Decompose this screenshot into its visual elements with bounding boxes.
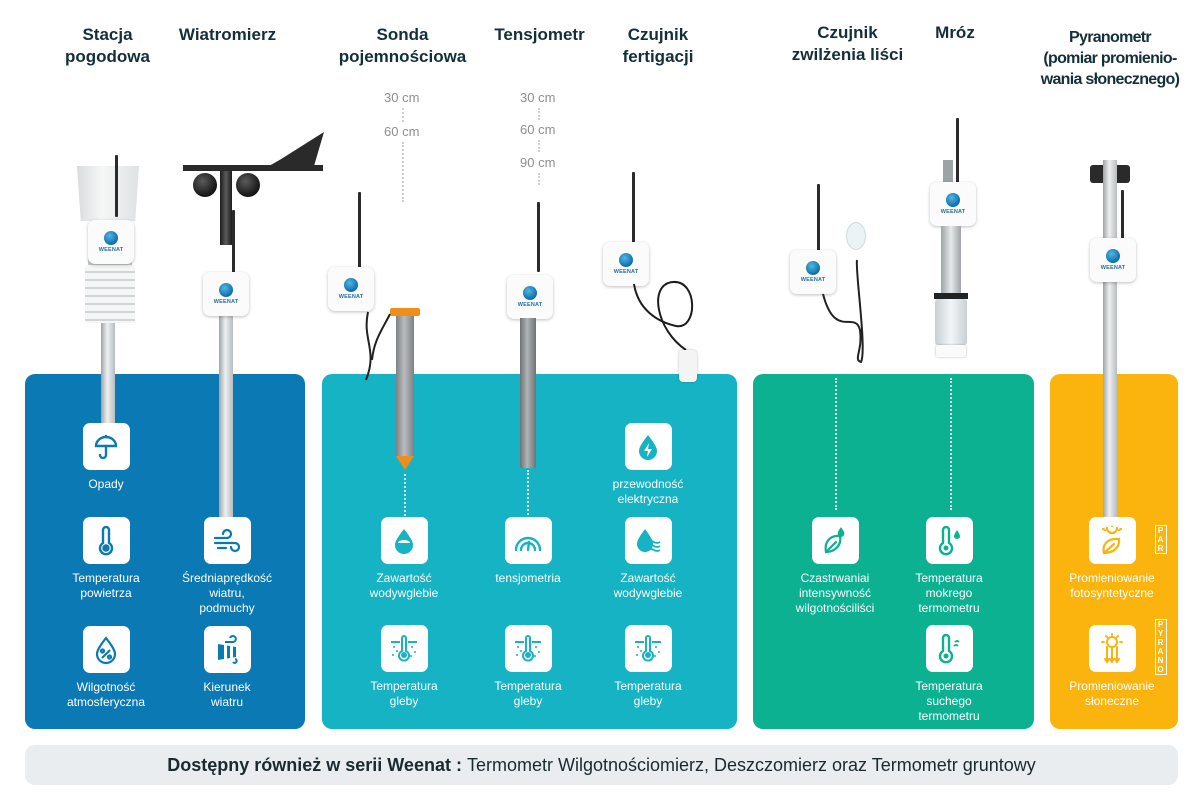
- soil-thermometer-icon: [624, 625, 672, 672]
- metric-soil-water-content-fertigation: Zawartość wodywglebie: [573, 517, 723, 601]
- title-tensiometer: Tensjometr: [494, 25, 585, 44]
- metric-atmospheric-humidity: Wilgotność atmosferyczna: [31, 626, 181, 710]
- metric-wind-direction: Kierunek wiatru: [152, 626, 302, 710]
- windsock-icon: [203, 626, 251, 673]
- sensor-guide: [835, 378, 837, 510]
- depth-guide: [538, 140, 540, 152]
- sensor-guide: [950, 378, 952, 510]
- metric-par-radiation: PAR Promieniowanie fotosyntetyczne: [1037, 517, 1187, 601]
- metric-solar-radiation: PYRANO Promieniowanie słoneczne: [1069, 619, 1167, 708]
- title-capacitance-probe: Sonda pojemnościowa: [338, 25, 467, 66]
- water-drop-icon: [380, 517, 428, 564]
- metric-tensiometry: tensjometria: [453, 517, 603, 586]
- soil-thermometer-icon: [504, 625, 552, 672]
- metric-soil-water-content: Zawartość wodywglebie: [329, 517, 479, 601]
- depth-guide: [402, 142, 404, 202]
- leaf-wetness-icon: [811, 517, 859, 564]
- footer-text: Termometr Wilgotnościomierz, Deszczomier…: [466, 754, 1036, 775]
- metric-soil-temperature: Temperatura gleby: [453, 625, 603, 709]
- depth-label: 60 cm: [520, 122, 556, 137]
- title-weather-station: Stacja pogodowa: [65, 25, 150, 66]
- weenat-node: WEENAT: [328, 267, 374, 311]
- title-pyranometer: Pyranometr (pomiar promienio- wania słon…: [1040, 29, 1180, 88]
- wet-thermometer-icon: [925, 517, 973, 564]
- metric-wet-bulb-temperature: Temperatura mokrego termometru: [874, 517, 1024, 616]
- weenat-node: WEENAT: [203, 272, 249, 316]
- probe-guide: [404, 474, 406, 516]
- par-badge: PAR: [1155, 525, 1167, 554]
- title-fertigation-sensor: Czujnik fertigacji: [622, 25, 694, 66]
- soil-thermometer-icon: [380, 625, 428, 672]
- depth-label: 90 cm: [520, 155, 556, 170]
- probe-guide: [527, 470, 529, 515]
- metric-precipitation: Opady: [31, 423, 181, 492]
- weenat-node: WEENAT: [88, 220, 134, 264]
- depth-guide: [538, 173, 540, 185]
- dry-thermometer-icon: [925, 625, 973, 672]
- weenat-node: WEENAT: [1090, 238, 1136, 282]
- depth-label: 30 cm: [384, 90, 420, 105]
- humidity-drop-percent-icon: [82, 626, 130, 673]
- metric-soil-temperature: Temperatura gleby: [329, 625, 479, 709]
- umbrella-icon: [82, 423, 130, 470]
- conductivity-drop-icon: [624, 423, 672, 470]
- depth-label: 60 cm: [384, 124, 420, 139]
- title-leaf-wetness-sensor: Czujnik zwilżenia liści: [791, 23, 904, 64]
- metric-dry-bulb-temperature: Temperatura suchego termometru: [874, 625, 1024, 724]
- depth-guide: [402, 108, 404, 122]
- panel-leaf-frost: [753, 374, 1034, 729]
- pyrano-sun-icon: [1088, 625, 1136, 672]
- metric-wind-speed: Średniaprędkość wiatru, podmuchy: [152, 517, 302, 616]
- thermometer-icon: [82, 517, 130, 564]
- metric-leaf-wetness: Czastrwaniai intensywność wilgotnościliś…: [760, 517, 910, 616]
- depth-label: 30 cm: [520, 90, 556, 105]
- title-frost: Mróz: [935, 23, 975, 42]
- par-leaf-sun-icon: [1088, 517, 1136, 564]
- title-anemometer: Wiatromierz: [178, 25, 277, 44]
- weenat-node: WEENAT: [930, 182, 976, 226]
- footer-banner: Dostępny również w serii Weenat : Termom…: [25, 745, 1178, 785]
- wind-icon: [203, 517, 251, 564]
- footer-bold-text: Dostępny również w serii Weenat :: [167, 754, 462, 775]
- weenat-node: WEENAT: [507, 275, 553, 319]
- metric-air-temperature: Temperatura powietrza: [31, 517, 181, 601]
- weenat-node: WEENAT: [603, 242, 649, 286]
- pyrano-badge: PYRANO: [1155, 619, 1167, 675]
- panel-weather: [25, 374, 305, 729]
- gauge-icon: [504, 517, 552, 564]
- metric-electrical-conductivity: przewodność elektryczna: [573, 423, 723, 507]
- weenat-node: WEENAT: [790, 250, 836, 294]
- soil-water-icon: [624, 517, 672, 564]
- depth-guide: [538, 108, 540, 120]
- metric-soil-temperature: Temperatura gleby: [573, 625, 723, 709]
